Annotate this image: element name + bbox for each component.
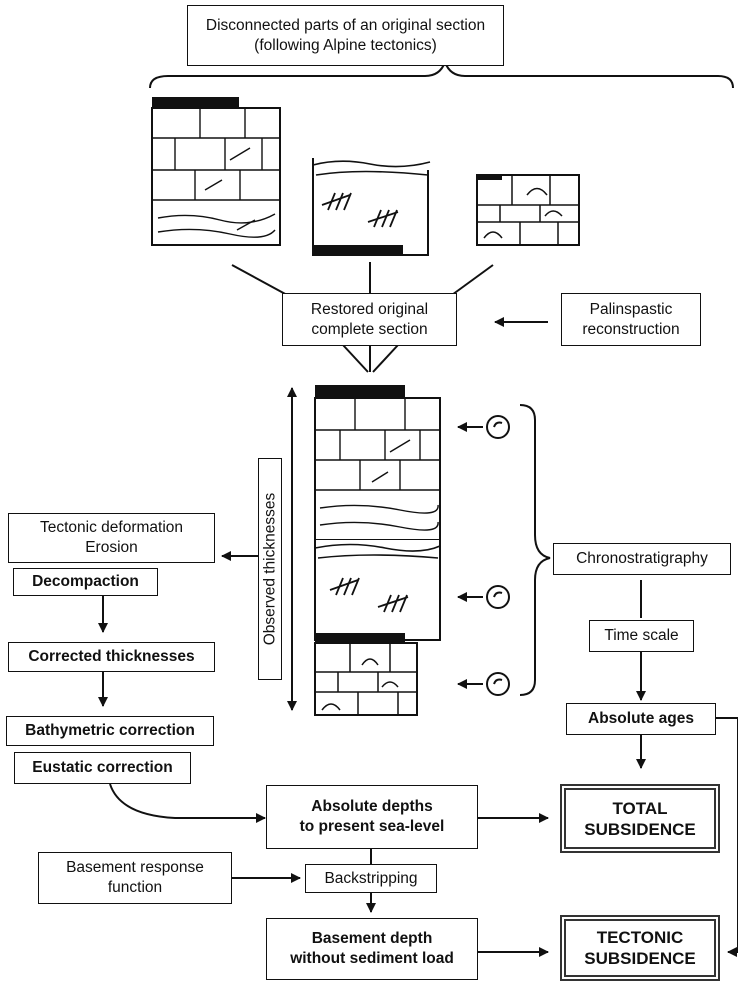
rock-fragment-2 — [312, 158, 431, 256]
chronostratigraphy-brace — [519, 404, 551, 696]
absolute-depths-line-1: Absolute depths — [311, 798, 433, 815]
corrected-text: Corrected thicknesses — [28, 648, 195, 665]
observed-thicknesses-text: Observed thicknesses — [261, 492, 278, 646]
eustatic-correction-box: Eustatic correction — [14, 752, 191, 784]
bathymetric-text: Bathymetric correction — [25, 722, 195, 739]
basement-response-line-1: Basement response — [66, 859, 204, 876]
restored-line-1: Restored original — [310, 300, 429, 318]
absolute-depths-box: Absolute depths to present sea-level — [266, 785, 478, 849]
tectonic-subsidence-box: TECTONIC SUBSIDENCE — [560, 915, 720, 981]
restored-column — [314, 385, 441, 716]
tectonic-line-2: Erosion — [85, 539, 138, 556]
palinspastic-line-1: Palinspastic — [589, 300, 673, 318]
tectonic-subsidence-line-1: TECTONIC — [596, 928, 684, 947]
basement-depth-line-2: without sediment load — [290, 950, 454, 967]
basement-response-box: Basement response function — [38, 852, 232, 904]
title-line-1: Disconnected parts of an original sectio… — [205, 16, 486, 34]
decompaction-text: Decompaction — [32, 573, 139, 590]
time-scale-text: Time scale — [604, 627, 679, 644]
basement-response-line-2: function — [107, 879, 163, 896]
absolute-ages-box: Absolute ages — [566, 703, 716, 735]
chronostratigraphy-text: Chronostratigraphy — [576, 550, 708, 567]
restored-section-box: Restored original complete section — [282, 293, 457, 346]
tectonic-line-1: Tectonic deformation — [39, 519, 184, 536]
palinspastic-line-2: reconstruction — [582, 320, 680, 338]
title-line-2: (following Alpine tectonics) — [254, 36, 437, 54]
restored-line-2: complete section — [311, 320, 428, 338]
decompaction-box: Decompaction — [13, 568, 158, 596]
eustatic-text: Eustatic correction — [32, 759, 173, 776]
time-scale-box: Time scale — [589, 620, 694, 652]
title-box: Disconnected parts of an original sectio… — [187, 5, 504, 66]
basement-depth-line-1: Basement depth — [311, 930, 433, 947]
rock-fragment-1 — [151, 97, 281, 246]
rock-fragment-3 — [476, 174, 580, 246]
observed-thicknesses-label: Observed thicknesses — [258, 458, 282, 680]
absolute-depths-line-2: to present sea-level — [299, 818, 445, 835]
total-subsidence-box: TOTAL SUBSIDENCE — [560, 784, 720, 853]
corrected-thicknesses-box: Corrected thicknesses — [8, 642, 215, 672]
chronostratigraphy-box: Chronostratigraphy — [553, 543, 731, 575]
absolute-ages-text: Absolute ages — [588, 710, 694, 727]
total-subsidence-line-1: TOTAL — [612, 798, 668, 818]
backstripping-text: Backstripping — [324, 869, 418, 887]
basement-depth-box: Basement depth without sediment load — [266, 918, 478, 980]
tectonic-subsidence-line-2: SUBSIDENCE — [584, 949, 696, 968]
palinspastic-box: Palinspastic reconstruction — [561, 293, 701, 346]
bathymetric-correction-box: Bathymetric correction — [6, 716, 214, 746]
total-subsidence-line-2: SUBSIDENCE — [584, 819, 696, 839]
tectonic-deformation-box: Tectonic deformation Erosion — [8, 513, 215, 563]
fossil-markers — [457, 415, 510, 696]
backstripping-box: Backstripping — [305, 864, 437, 893]
